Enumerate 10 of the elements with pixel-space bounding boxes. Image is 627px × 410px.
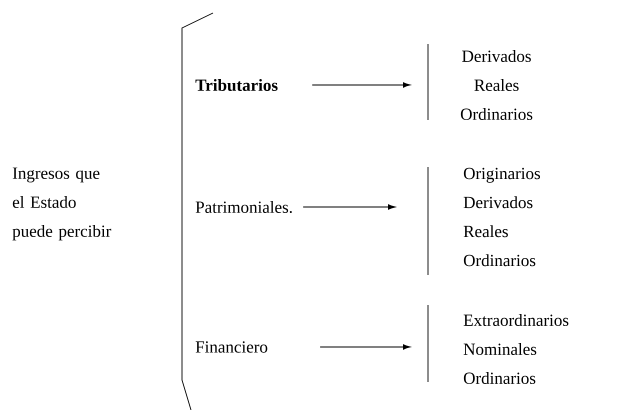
category-label: Patrimoniales.	[196, 200, 292, 213]
category-label: Tributarios	[195, 79, 278, 91]
arrow	[302, 204, 396, 210]
arrow	[320, 344, 410, 350]
label-text: Ingresos que el Estado puede percibir	[12, 168, 112, 240]
arrow	[312, 82, 410, 88]
item-list: Derivados Reales Ordinarios	[460, 50, 532, 120]
item-list: Extraordinarios Nominales Ordinarios	[464, 314, 568, 384]
item-list: Originarios Derivados Reales Ordinarios	[464, 168, 540, 266]
category-label: Financiero	[196, 341, 268, 353]
